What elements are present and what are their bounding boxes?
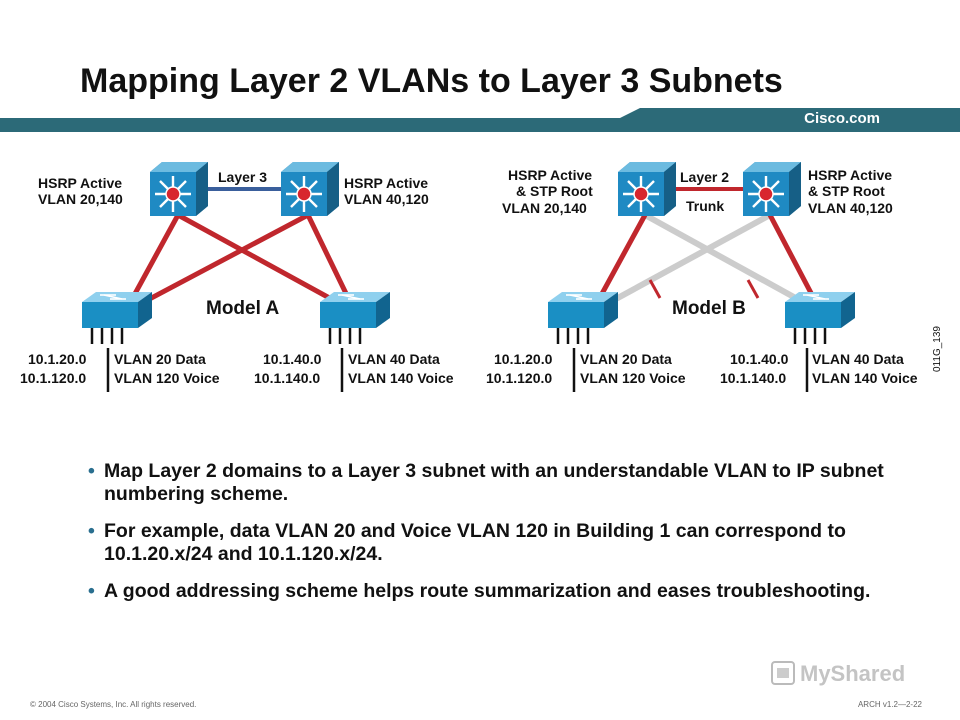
model-a-left-core-label-2: VLAN 20,140 xyxy=(38,191,123,207)
model-a-left-core-label-1: HSRP Active xyxy=(38,175,122,191)
bullet-item: •Map Layer 2 domains to a Layer 3 subnet… xyxy=(88,460,884,505)
model-a-right-core-switch xyxy=(279,160,341,218)
model-b-left-core-label-1: HSRP Active xyxy=(508,167,592,183)
model-b-right-subnet-1: 10.1.40.0 xyxy=(730,351,789,367)
model-b-left-subnet-2: 10.1.120.0 xyxy=(486,370,552,386)
model-b-right-core-label-1: HSRP Active xyxy=(808,167,892,183)
model-a-right-core-label-2: VLAN 40,120 xyxy=(344,191,429,207)
model-b-right-vlan-2: VLAN 140 Voice xyxy=(812,370,918,386)
cisco-brand: Cisco.com xyxy=(804,110,880,127)
model-b-right-core-label-2: & STP Root xyxy=(808,183,885,199)
model-b-right-core-label-3: VLAN 40,120 xyxy=(808,200,893,216)
model-b-left-core-label-2: & STP Root xyxy=(516,183,593,199)
bullet-item: •A good addressing scheme helps route su… xyxy=(88,580,871,602)
model-b-right-vlan-1: VLAN 40 Data xyxy=(812,351,904,367)
model-a-left-subnet-2: 10.1.120.0 xyxy=(20,370,86,386)
model-a-link-label: Layer 3 xyxy=(218,169,267,185)
model-a-left-core-switch xyxy=(148,160,210,218)
model-a-left-vlan-1: VLAN 20 Data xyxy=(114,351,206,367)
svg-text:MyShared: MyShared xyxy=(800,661,905,686)
myshared-watermark-logo: MyShared xyxy=(771,661,905,686)
slide-title: Mapping Layer 2 VLANs to Layer 3 Subnets xyxy=(80,62,783,100)
model-b-link-sublabel: Trunk xyxy=(686,198,724,214)
model-b-right-core-switch xyxy=(741,160,803,218)
model-a-right-access-switch xyxy=(318,290,392,346)
bullet-item: •For example, data VLAN 20 and Voice VLA… xyxy=(88,520,846,565)
course-code: ARCH v1.2—2-22 xyxy=(857,700,922,709)
model-a-right-vlan-1: VLAN 40 Data xyxy=(348,351,440,367)
model-a-name: Model A xyxy=(206,298,279,319)
model-a-left-vlan-2: VLAN 120 Voice xyxy=(114,370,220,386)
figure-id: 011G_139 xyxy=(932,326,943,372)
model-b-right-subnet-2: 10.1.140.0 xyxy=(720,370,786,386)
model-b-left-subnet-1: 10.1.20.0 xyxy=(494,351,553,367)
model-a-right-core-label-1: HSRP Active xyxy=(344,175,428,191)
model-b-link-label: Layer 2 xyxy=(680,169,729,185)
bullet-list: •Map Layer 2 domains to a Layer 3 subnet… xyxy=(88,460,908,617)
model-a-left-subnet-1: 10.1.20.0 xyxy=(28,351,87,367)
copyright: © 2004 Cisco Systems, Inc. All rights re… xyxy=(30,700,197,709)
model-b-name: Model B xyxy=(672,298,746,319)
model-a-left-access-switch xyxy=(80,290,154,346)
model-b-left-access-switch xyxy=(546,290,620,346)
model-b-left-core-label-3: VLAN 20,140 xyxy=(502,200,587,216)
model-a-right-vlan-2: VLAN 140 Voice xyxy=(348,370,454,386)
model-b-left-vlan-1: VLAN 20 Data xyxy=(580,351,672,367)
model-b-right-access-switch xyxy=(783,290,857,346)
title-banner xyxy=(0,108,960,132)
model-a-right-subnet-2: 10.1.140.0 xyxy=(254,370,320,386)
model-a-right-subnet-1: 10.1.40.0 xyxy=(263,351,322,367)
vlan-diagram: HSRP Active VLAN 20,140 HSRP Active VLAN… xyxy=(20,160,943,392)
model-b-left-core-switch xyxy=(616,160,678,218)
model-b-left-vlan-2: VLAN 120 Voice xyxy=(580,370,686,386)
